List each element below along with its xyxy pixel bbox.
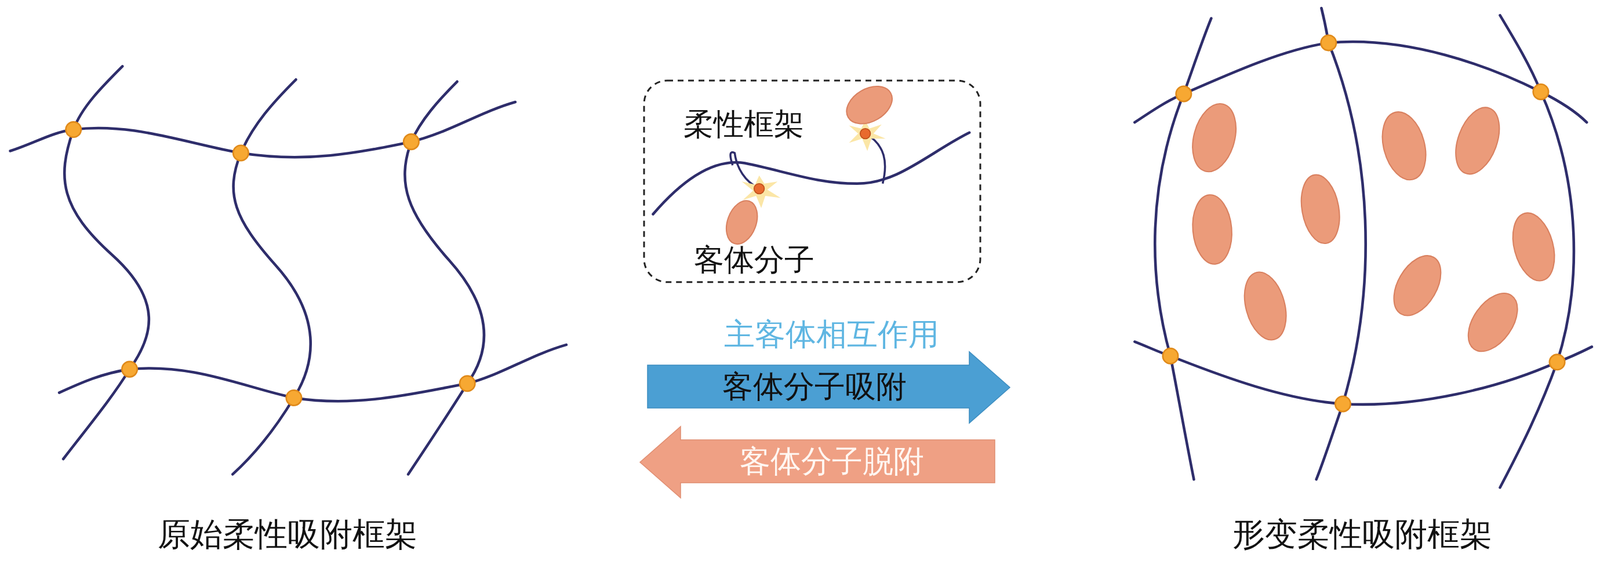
inset-illustration bbox=[653, 78, 970, 249]
framework-strand bbox=[232, 79, 311, 475]
framework-joints bbox=[66, 121, 476, 406]
interaction-burst bbox=[848, 120, 886, 152]
inset-box: 柔性框架客体分子 bbox=[642, 79, 982, 284]
arrow-label: 客体分子吸附 bbox=[722, 369, 907, 405]
framework-strand bbox=[1134, 342, 1592, 405]
framework-strand bbox=[63, 66, 149, 460]
guest-molecule bbox=[840, 78, 899, 132]
desorption-arrow: 客体分子脱附 bbox=[640, 426, 995, 498]
binding-site bbox=[860, 128, 871, 140]
framework-strand bbox=[1134, 41, 1587, 123]
framework-strand bbox=[1500, 15, 1574, 488]
caption-label: 原始柔性吸附框架 bbox=[157, 515, 418, 554]
framework-strand bbox=[10, 102, 516, 158]
original-framework bbox=[10, 66, 567, 475]
inset-label: 客体分子 bbox=[693, 242, 815, 278]
framework-strand bbox=[653, 132, 970, 215]
framework-strand bbox=[1316, 8, 1366, 480]
framework-joints bbox=[1162, 35, 1566, 412]
guest-molecules bbox=[1185, 99, 1562, 361]
inset-label: 柔性框架 bbox=[683, 107, 805, 143]
framework-strand bbox=[59, 344, 567, 402]
arrow-label: 客体分子脱附 bbox=[739, 444, 925, 480]
guest-molecule bbox=[720, 196, 763, 249]
caption-label: 形变柔性吸附框架 bbox=[1232, 515, 1493, 554]
framework-strand bbox=[1154, 18, 1212, 480]
binding-site bbox=[754, 183, 765, 195]
deformed-framework bbox=[1134, 8, 1592, 488]
interaction-label: 主客体相互作用 bbox=[724, 317, 940, 353]
adsorption-arrow: 客体分子吸附 bbox=[647, 351, 1010, 424]
